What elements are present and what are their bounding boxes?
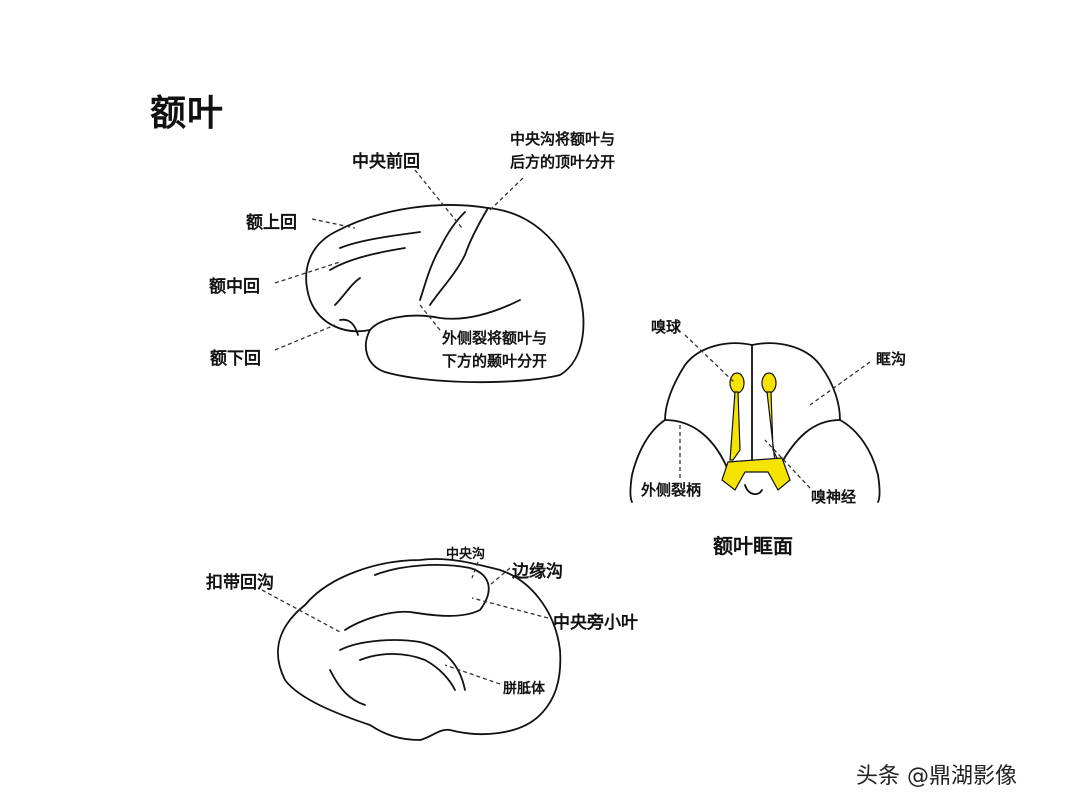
label-middle-frontal-gyrus: 额中回 xyxy=(209,277,260,297)
label-lateral-fissure-line1: 外侧裂将额叶与 xyxy=(442,329,548,347)
label-central-sulcus-line1: 中央沟将额叶与 xyxy=(510,130,616,148)
label-central-sulcus: 中央沟将额叶与 后方的顶叶分开 xyxy=(510,128,615,174)
medial-brain-drawing xyxy=(277,558,562,741)
orbital-view-caption: 额叶眶面 xyxy=(713,534,793,558)
label-olfactory-bulb: 嗅球 xyxy=(651,318,682,336)
label-paracentral-lobule: 中央旁小叶 xyxy=(553,613,638,633)
label-precentral-gyrus: 中央前回 xyxy=(352,152,420,172)
watermark: 头条 @鼎湖影像 xyxy=(856,764,1017,789)
label-superior-frontal-gyrus: 额上回 xyxy=(246,213,297,233)
label-orbital-sulcus: 眶沟 xyxy=(876,350,907,368)
label-lateral-fissure-stem: 外侧裂柄 xyxy=(641,481,702,499)
label-corpus-callosum: 胼胝体 xyxy=(503,681,545,697)
label-inferior-frontal-gyrus: 额下回 xyxy=(210,349,261,369)
label-olfactory-nerve: 嗅神经 xyxy=(811,488,857,506)
page-title: 额叶 xyxy=(150,93,225,134)
label-lateral-fissure-line2: 下方的颞叶分开 xyxy=(442,352,548,370)
olfactory-highlight xyxy=(721,372,791,491)
label-cingulate-sulcus: 扣带回沟 xyxy=(206,573,274,593)
label-marginal-sulcus: 边缘沟 xyxy=(512,562,563,582)
label-central-sulcus-medial: 中央沟 xyxy=(446,547,486,562)
label-lateral-fissure: 外侧裂将额叶与 下方的颞叶分开 xyxy=(442,327,547,373)
label-central-sulcus-line2: 后方的顶叶分开 xyxy=(510,153,616,171)
